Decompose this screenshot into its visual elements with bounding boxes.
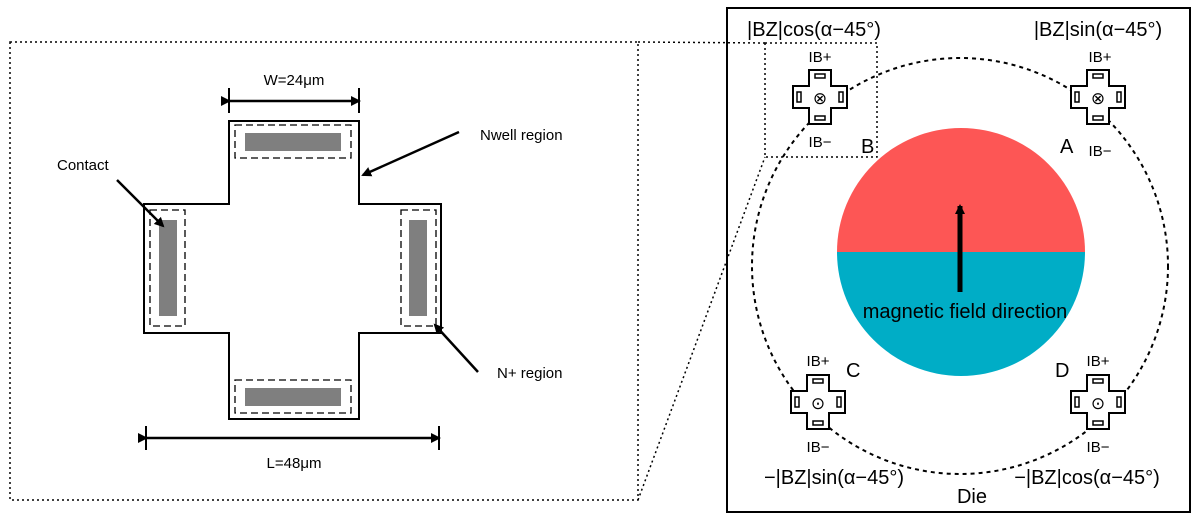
nwell-cross: [143, 120, 442, 420]
nwell-label: Nwell region: [480, 127, 563, 144]
sensor-d-i-minus: IB−: [1087, 439, 1110, 456]
die-label: Die: [957, 486, 987, 508]
sensor-d-i-plus: IB+: [1087, 353, 1110, 370]
sensor-c-formula: −|BZ|sin(α−45°): [764, 467, 904, 489]
nplus-region-top: [234, 124, 352, 159]
length-label: L=48μm: [267, 455, 322, 472]
sensor-a: ⊗ IB+ IB− A |BZ|sin(α−45°): [1034, 19, 1162, 160]
die-panel: magnetic field direction ⊗ IB+ IB− B |BZ…: [726, 7, 1191, 513]
zoom-line-bottom: [637, 156, 766, 501]
sensor-a-symbol: ⊗: [1091, 89, 1105, 108]
contact-right: [409, 220, 427, 316]
contact-label: Contact: [57, 157, 110, 174]
sensor-a-i-plus: IB+: [1089, 49, 1112, 66]
sensor-d-formula: −|BZ|cos(α−45°): [1014, 467, 1160, 489]
sensor-c-i-minus: IB−: [807, 439, 830, 456]
sensor-c-id: C: [846, 360, 860, 382]
sensor-c: ⊙ IB+ IB− C −|BZ|sin(α−45°): [764, 353, 904, 489]
sensor-b-i-plus: IB+: [809, 49, 832, 66]
sensor-b-formula: |BZ|cos(α−45°): [747, 19, 881, 41]
zoom-frame: [9, 41, 639, 501]
nplus-pointer: [433, 323, 479, 373]
zoom-line-top: [637, 41, 766, 44]
field-direction-label: magnetic field direction: [863, 301, 1068, 323]
contact-top: [245, 133, 341, 151]
left-panel: W=24μm L=48μm Contact Nwell region N+ re…: [9, 41, 639, 501]
sensor-d-id: D: [1055, 360, 1069, 382]
sensor-b-id: B: [861, 136, 874, 158]
nplus-label: N+ region: [497, 365, 562, 382]
magnet-north-half: [837, 128, 1085, 252]
sensor-ring: [751, 57, 1169, 475]
sensor-b-zoom-box: [764, 42, 878, 158]
contact-pointer: [116, 179, 165, 228]
sensor-b: ⊗ IB+ IB− B |BZ|cos(α−45°): [747, 19, 881, 158]
nwell-pointer: [361, 130, 460, 177]
sensor-a-formula: |BZ|sin(α−45°): [1034, 19, 1162, 41]
nplus-region-left: [149, 209, 186, 327]
die-border: [726, 7, 1191, 513]
sensor-c-symbol: ⊙: [811, 394, 825, 413]
contact-bottom: [245, 388, 341, 406]
contact-left: [159, 220, 177, 316]
sensor-c-i-plus: IB+: [807, 353, 830, 370]
nplus-region-right: [400, 209, 437, 327]
sensor-d: ⊙ IB+ IB− D −|BZ|cos(α−45°): [1014, 353, 1160, 489]
width-label: W=24μm: [264, 72, 325, 89]
sensor-a-i-minus: IB−: [1089, 143, 1112, 160]
sensor-b-symbol: ⊗: [813, 89, 827, 108]
nplus-region-bottom: [234, 379, 352, 414]
sensor-a-id: A: [1060, 136, 1074, 158]
sensor-d-symbol: ⊙: [1091, 394, 1105, 413]
sensor-b-i-minus: IB−: [809, 134, 832, 151]
magnet-south-half: [837, 252, 1085, 376]
